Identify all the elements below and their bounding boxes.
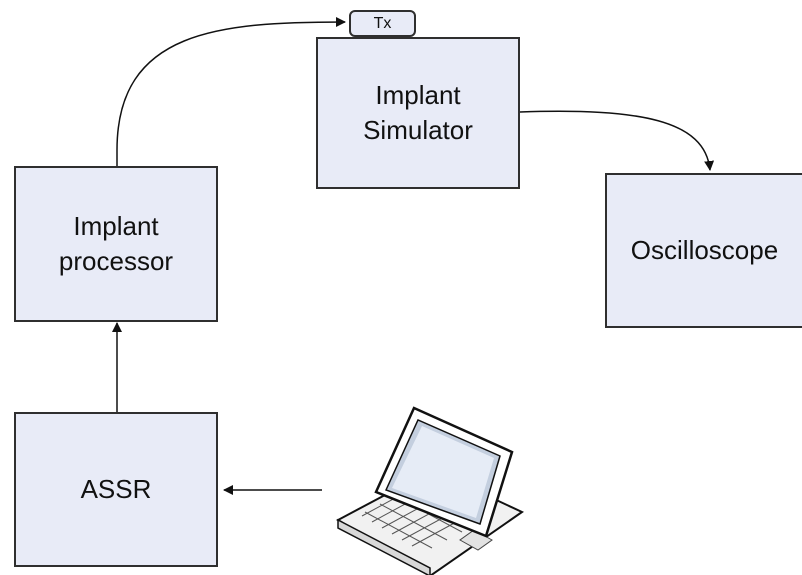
oscilloscope-box: Oscilloscope (605, 173, 802, 328)
implant-processor-box: Implant processor (14, 166, 218, 322)
connector-simulator-to-oscilloscope (519, 110, 715, 171)
laptop-icon (335, 406, 524, 575)
implant-simulator-box: Implant Simulator (316, 37, 520, 189)
tx-box: Tx (349, 10, 416, 37)
connector-processor-to-tx (116, 17, 346, 166)
assr-box: ASSR (14, 412, 218, 567)
